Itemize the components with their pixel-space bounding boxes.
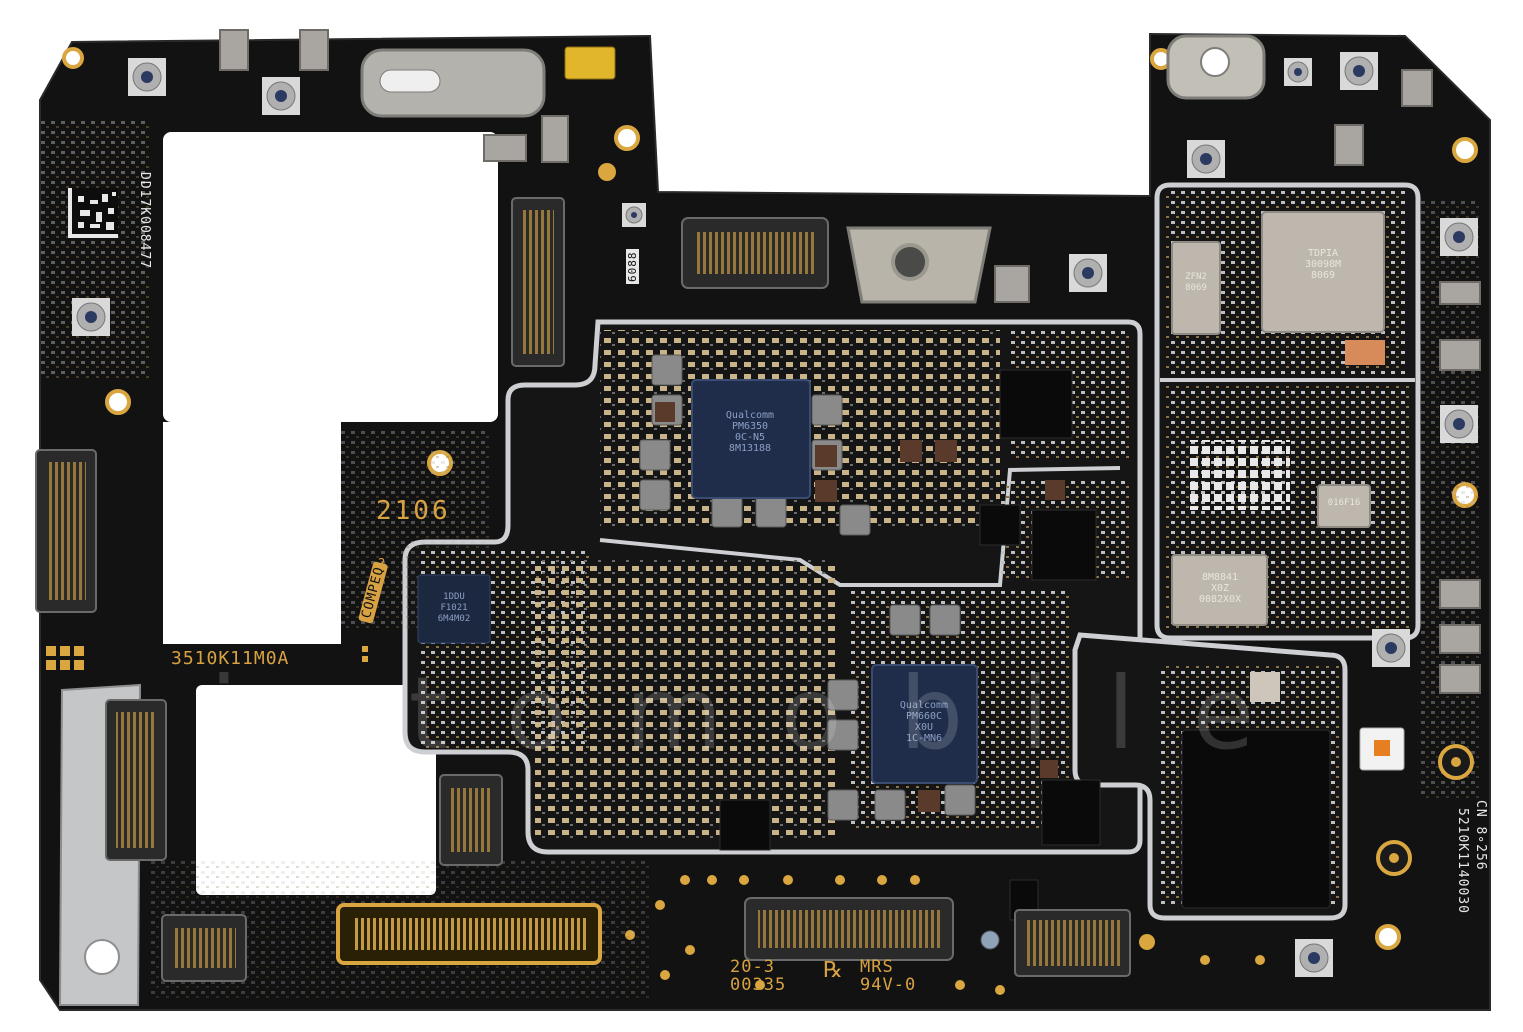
rf-mid-marking: ZFN2 8069 [1185, 272, 1207, 293]
flame-rating: 94V-0 [860, 975, 917, 995]
rf-modules [1171, 211, 1385, 626]
pad-squares [46, 646, 368, 670]
cutout-top [163, 132, 498, 422]
cutout-mid [163, 422, 341, 644]
memory-chip [417, 574, 491, 644]
pmic-marking: Qualcomm PM660C X0U 1C-MN6 [899, 700, 949, 744]
ul-mark: MRS [860, 957, 894, 977]
gold-test-points [598, 163, 1265, 995]
yellow-capacitor [564, 46, 616, 80]
bga-pattern [1190, 440, 1290, 510]
serial-left: DD17K008477 [137, 172, 152, 270]
memory-marking: 1DDU F1021 6M4M02 [437, 592, 471, 624]
data-matrix-code [68, 188, 118, 238]
cpu-chip [691, 379, 811, 499]
compeq-logo-suffix: 2 [378, 556, 387, 570]
shield-divider [599, 466, 1121, 587]
serial-right-2: 5210K1140030 [1455, 808, 1470, 914]
cutout-bottom [196, 685, 436, 895]
pmic-chip [871, 664, 978, 784]
cpu-marking: Qualcomm PM6350 0C-N5 8M13188 [725, 410, 775, 454]
antenna-clips [219, 29, 1481, 694]
rf-bottom-marking: 8M8841 X0Z 0082X0X [1198, 572, 1242, 605]
lot-code-top: 20-3 [730, 957, 775, 977]
batch-label: 6088 [626, 249, 639, 284]
inductors [639, 354, 976, 821]
connector-pins [46, 210, 1120, 968]
black-ics [719, 369, 1331, 921]
watermark: ictomobile [210, 655, 1313, 772]
date-code: 2106 [376, 496, 451, 526]
rf-top-marking: TDPIA 30098M 8069 [1304, 248, 1342, 281]
serial-right-1: CN 8∘256 [1473, 800, 1488, 871]
metal-bracket-top [360, 48, 546, 118]
lot-code-bottom: 00335 [730, 975, 787, 995]
rf-small-marking: 016F16 [1327, 498, 1361, 508]
ul-recognized-icon: ℞ [823, 958, 844, 983]
board-id: 3510K11M0A [171, 648, 290, 669]
brown-capacitors [655, 402, 1065, 812]
coax-connectors [72, 52, 1478, 977]
